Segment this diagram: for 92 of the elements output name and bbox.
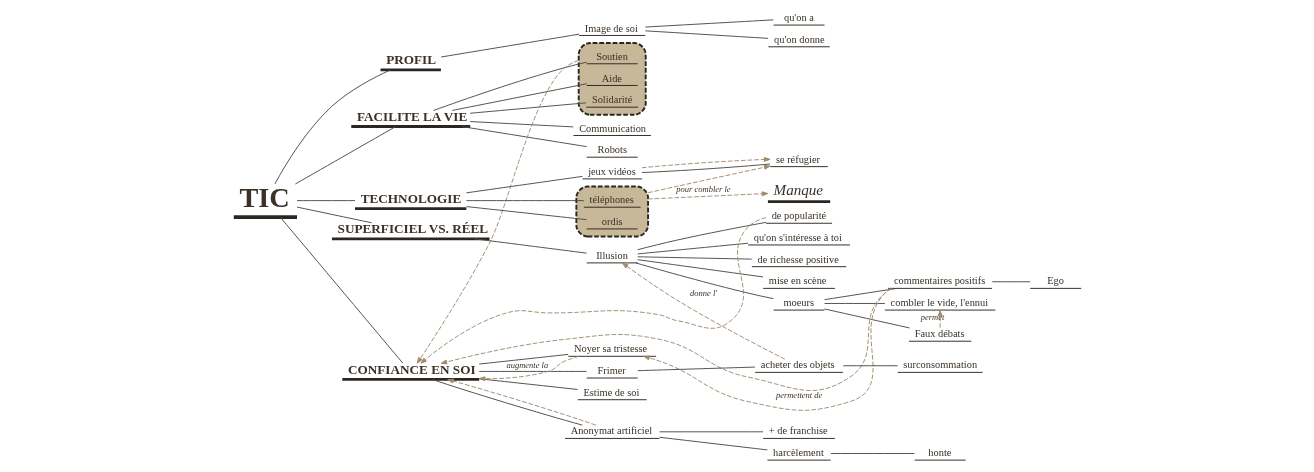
node-text: TECHNOLOGIE [360, 191, 461, 207]
connector [842, 365, 898, 367]
node-text: moeurs [782, 297, 814, 309]
node-text: Image de soi [584, 22, 638, 34]
connector [273, 69, 391, 185]
connector [296, 200, 355, 202]
connector [823, 287, 897, 301]
connector [469, 121, 574, 128]
connector [478, 370, 587, 372]
arrow [642, 287, 891, 411]
node-text: Robots [597, 144, 627, 156]
arrow [937, 309, 943, 329]
node-text: surconsommation [902, 359, 977, 371]
connector [644, 30, 769, 39]
connector [636, 221, 766, 251]
connector [478, 378, 578, 390]
connector [465, 200, 584, 202]
node-text: Manque [773, 181, 823, 198]
node-text: combler le vide, l'ennui [890, 297, 988, 309]
node-text: mise en scène [768, 275, 826, 287]
node-text: Solidarité [591, 94, 632, 106]
node-text: Communication [578, 122, 646, 134]
node-text: FACILITE LA VIE [356, 109, 467, 125]
node-text: Illusion [595, 249, 628, 261]
connector [636, 366, 755, 372]
node-text: Frimer [597, 365, 626, 377]
arrow [621, 262, 785, 360]
connector [465, 206, 587, 221]
connector [432, 61, 587, 111]
connector [451, 83, 587, 111]
node-text: harcèlement [772, 447, 824, 459]
arrow [419, 217, 766, 364]
arrow [647, 164, 771, 194]
connector [636, 256, 752, 260]
node-text: ordis [601, 215, 623, 227]
connector [635, 262, 774, 300]
connector [465, 175, 583, 194]
edge-label: permet [920, 312, 944, 323]
node-text: Anonymat artificiel [570, 425, 652, 437]
connector [473, 238, 587, 254]
node-text: honte [927, 447, 951, 459]
arrow [446, 378, 596, 426]
connector [991, 281, 1031, 283]
connector [636, 259, 763, 278]
node-text: qu'on a [783, 12, 814, 24]
cluster [577, 42, 647, 116]
connector [823, 303, 885, 304]
connector [823, 308, 910, 329]
cluster [574, 185, 649, 238]
node-text: jeux vidéos [587, 165, 636, 177]
connector [658, 436, 768, 451]
node-text: SUPERFICIEL VS. RÉEL [337, 221, 488, 237]
connector [469, 102, 587, 114]
node-text: CONFIANCE EN SOI [347, 361, 476, 377]
edge-label: donne l' [689, 288, 717, 299]
node-text: de popularité [771, 210, 826, 222]
edge-label: permettent de [775, 390, 822, 401]
node-text: téléphones [589, 194, 634, 206]
node-text: de richesse positive [757, 253, 839, 265]
connector [641, 163, 770, 173]
node-text: acheter des objets [760, 359, 835, 371]
node-text: qu'on donne [773, 33, 825, 45]
connector [279, 216, 403, 364]
connector [644, 19, 774, 28]
arrow [478, 355, 579, 382]
node-text: PROFIL [385, 52, 436, 68]
arrow [416, 59, 579, 364]
connector [829, 453, 915, 454]
arrow [440, 288, 892, 391]
connector [294, 126, 396, 185]
connector [658, 431, 763, 433]
edge-label: pour combler le [675, 184, 731, 195]
connector [636, 242, 748, 255]
node-text: commentaires positifs [893, 275, 985, 287]
node-text: Noyer sa tristesse [573, 343, 647, 355]
edge-label: augmente la [506, 359, 548, 370]
node-text: TIC [238, 181, 290, 213]
connector [296, 206, 372, 224]
node-text: qu'on s'intéresse à toi [753, 232, 842, 243]
node-text: Soutien [595, 50, 628, 62]
node-text: + de franchise [768, 425, 828, 437]
node-text: se réfugier [775, 153, 820, 165]
connector [478, 353, 569, 365]
node-text: Ego [1046, 275, 1064, 287]
node-text: Faux débats [914, 328, 965, 340]
arrow [647, 191, 768, 200]
connector [431, 379, 583, 426]
arrow [641, 157, 770, 169]
connector [440, 33, 579, 58]
connector [460, 126, 587, 148]
node-text: Aide [601, 72, 622, 84]
node-text: Estime de soi [582, 386, 639, 398]
